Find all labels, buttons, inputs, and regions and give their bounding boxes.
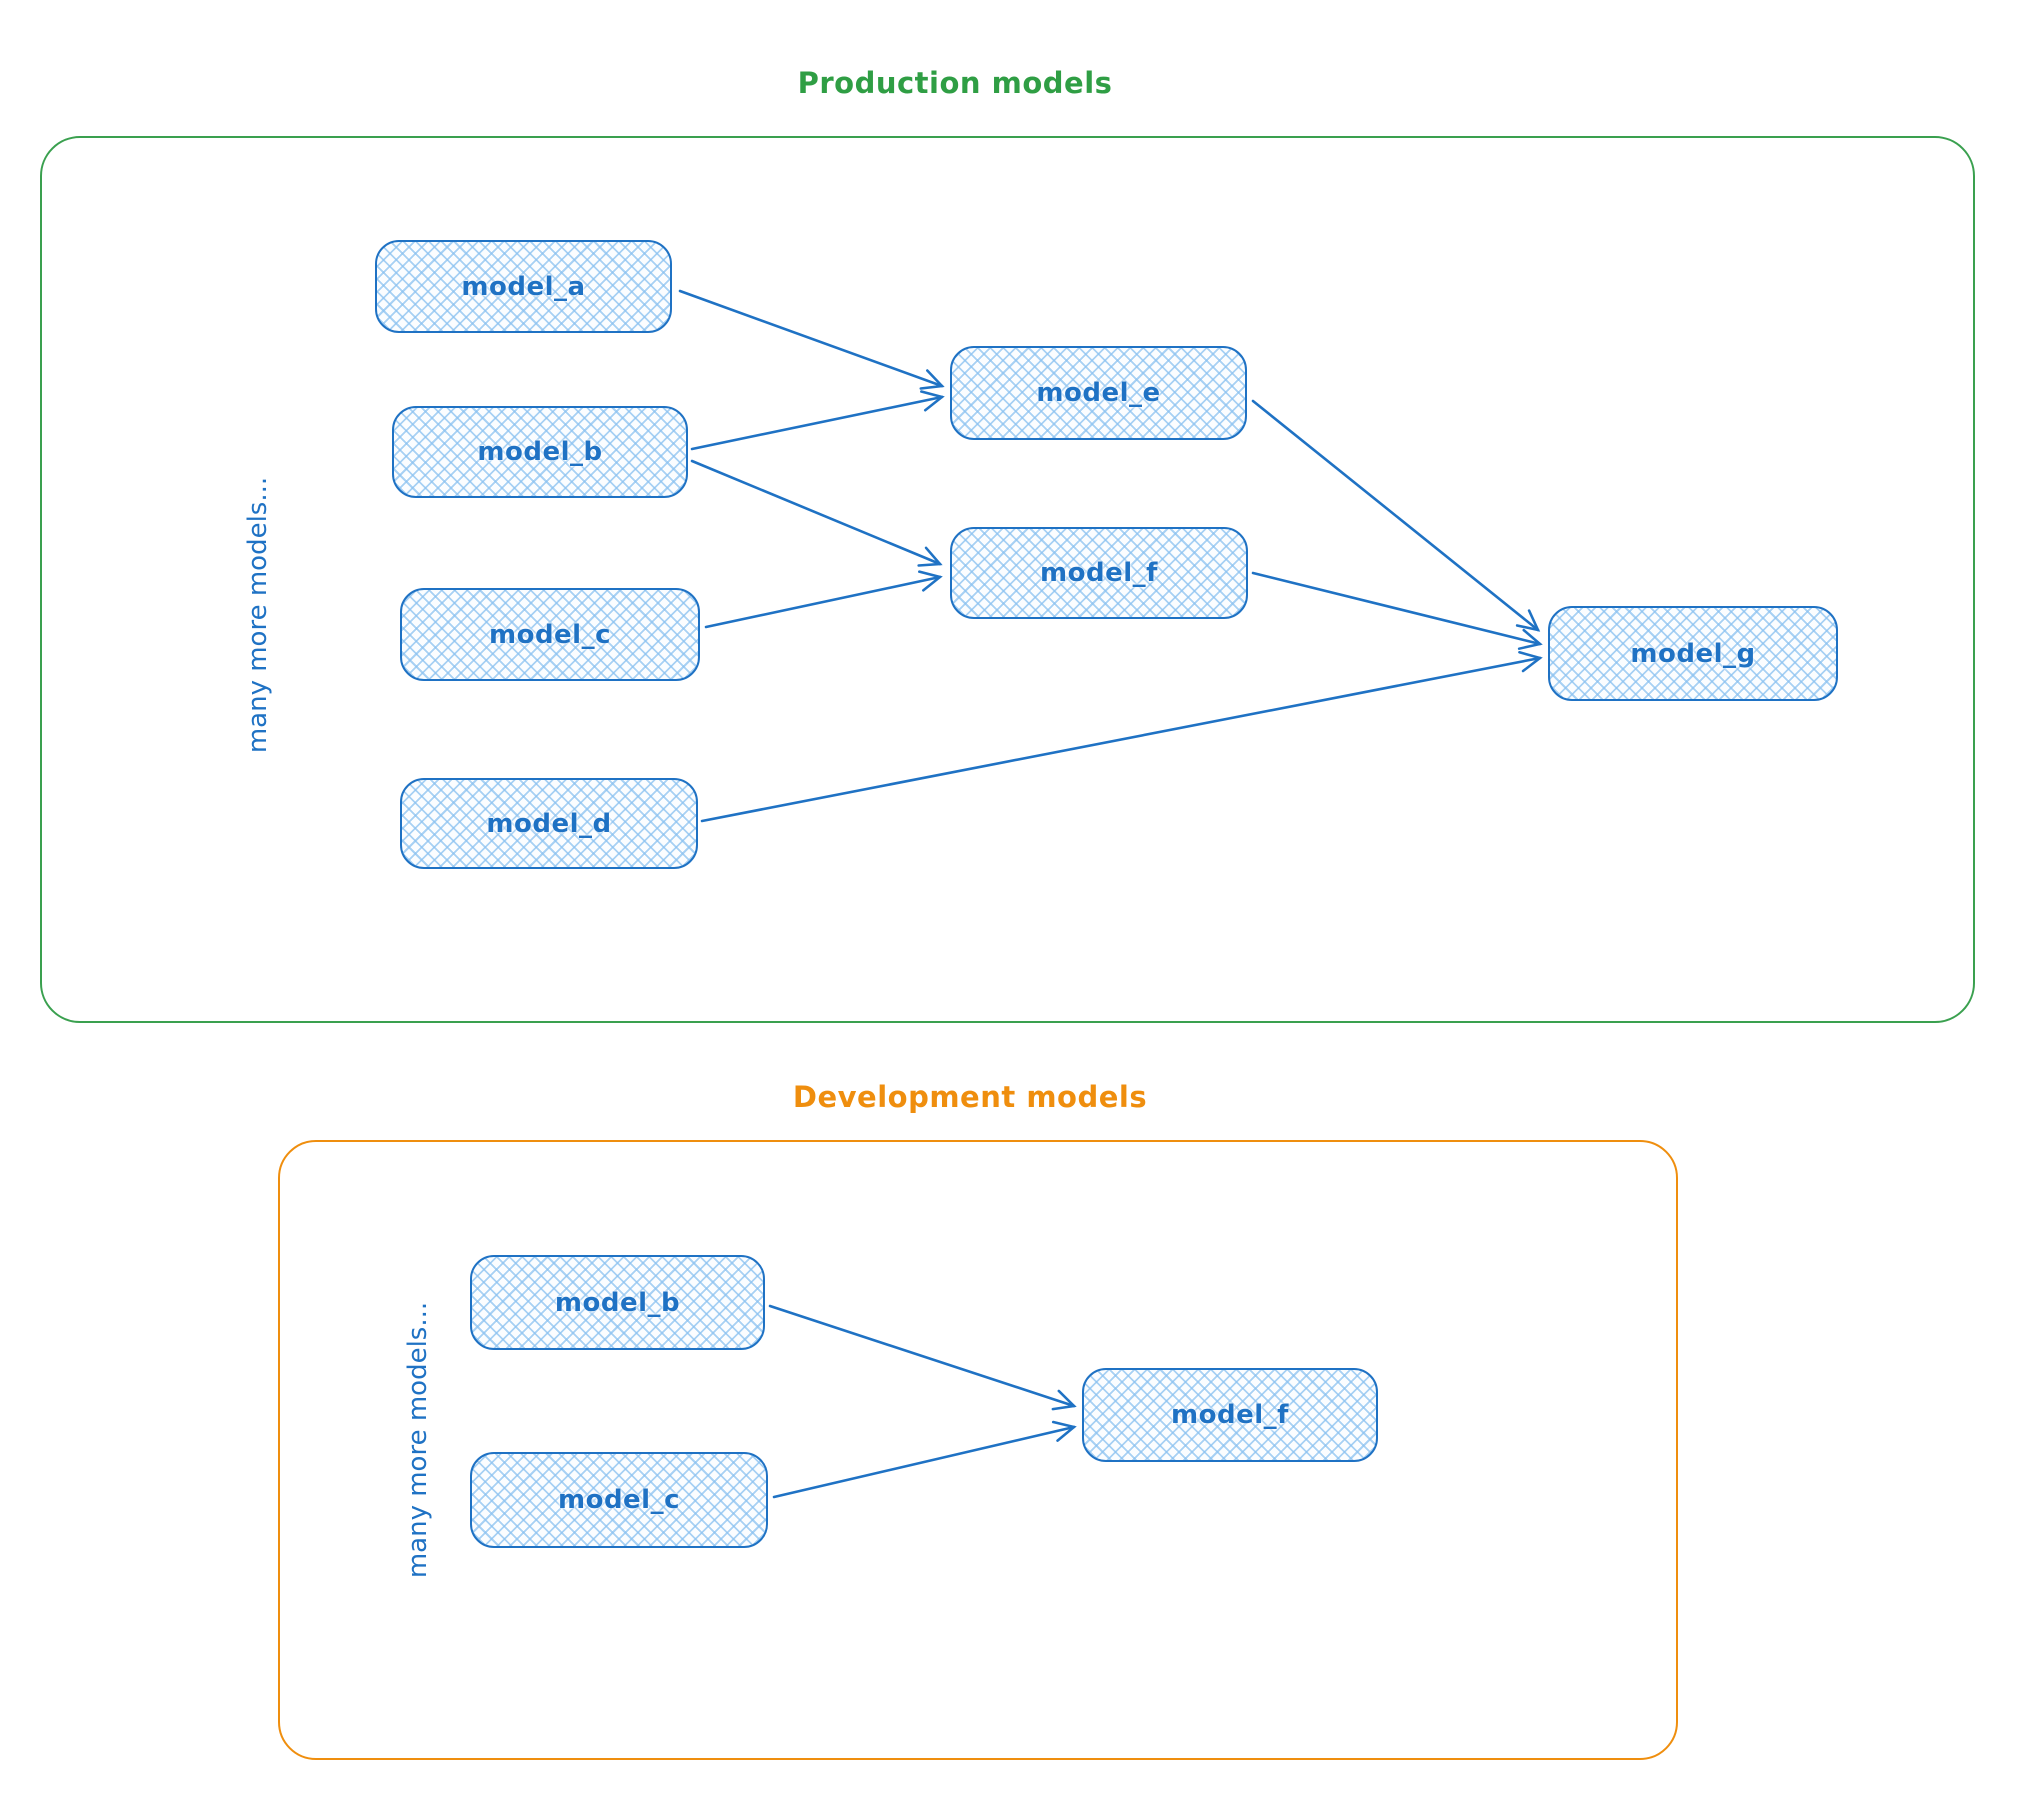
node-label-model_c: model_c [488, 619, 612, 650]
node-production-model_c: model_c [400, 588, 700, 681]
node-production-model_e: model_e [950, 346, 1247, 440]
node-production-model_a: model_a [375, 240, 672, 333]
development-section-title: Development models [792, 1080, 1148, 1114]
node-development-model_b: model_b [470, 1255, 765, 1350]
node-production-model_d: model_d [400, 778, 698, 869]
node-label-model_d: model_d [486, 808, 612, 839]
node-development-model_c: model_c [470, 1452, 768, 1548]
development-container [278, 1140, 1678, 1760]
node-label-model_e: model_e [1036, 378, 1161, 408]
production-section-title: Production models [797, 66, 1113, 100]
node-development-model_f: model_f [1082, 1368, 1378, 1462]
node-label-model_f: model_f [1040, 558, 1158, 588]
node-label-model_b: model_b [477, 437, 603, 467]
development-side-label: many more models... [403, 1301, 433, 1579]
production-side-label: many more models... [243, 476, 273, 754]
node-production-model_g: model_g [1548, 606, 1838, 701]
node-label-dev-model_f: model_f [1171, 1400, 1289, 1430]
node-label-model_g: model_g [1630, 638, 1756, 669]
node-production-model_f: model_f [950, 527, 1248, 619]
node-production-model_b: model_b [392, 406, 688, 498]
node-label-dev-model_b: model_b [554, 1287, 681, 1318]
production-container [40, 136, 1975, 1023]
node-label-dev-model_c: model_c [557, 1485, 681, 1515]
node-label-model_a: model_a [461, 271, 586, 302]
